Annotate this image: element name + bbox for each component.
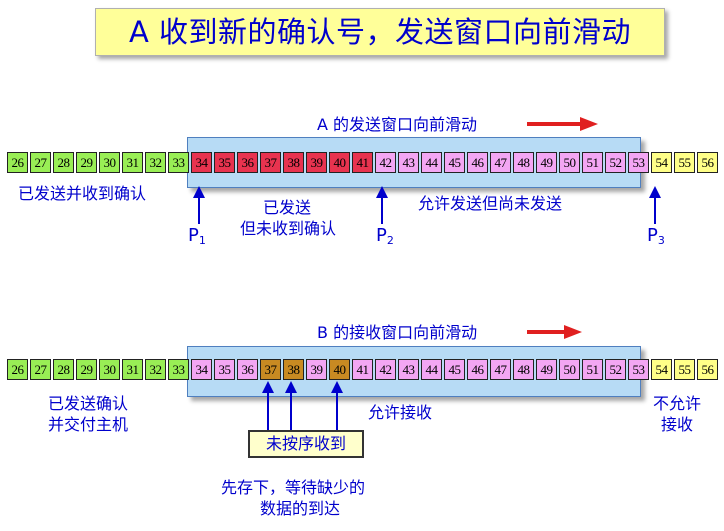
sender-cell-51: 51 (582, 152, 603, 173)
pointer-p1-sub: 1 (198, 234, 206, 247)
arrowhead-seg37 (262, 381, 274, 393)
receiver-cell-33: 33 (168, 359, 189, 380)
sender-cell-41: 41 (352, 152, 373, 173)
receiver-cell-56: 56 (697, 359, 718, 380)
sender-cell-32: 32 (145, 152, 166, 173)
receiver-cell-54: 54 (651, 359, 672, 380)
sender-cell-39: 39 (306, 152, 327, 173)
sender-cell-31: 31 (122, 152, 143, 173)
sender-label-acked: 已发送并收到确认 (18, 184, 147, 203)
sender-cell-27: 27 (30, 152, 51, 173)
receiver-cell-31: 31 (122, 359, 143, 380)
sender-cell-43: 43 (398, 152, 419, 173)
title-box: A 收到新的确认号，发送窗口向前滑动 (95, 8, 665, 56)
sender-window-label: A 的发送窗口向前滑动 (317, 115, 478, 134)
pointer-p1: P1 (188, 226, 206, 251)
receiver-cell-43: 43 (398, 359, 419, 380)
sender-cell-50: 50 (559, 152, 580, 173)
receiver-cell-28: 28 (53, 359, 74, 380)
receiver-label-delivered-line2: 并交付主机 (48, 415, 129, 434)
receiver-label-allowed: 允许接收 (368, 403, 433, 422)
receiver-cell-36: 36 (237, 359, 258, 380)
receiver-cell-30: 30 (99, 359, 120, 380)
receiver-cell-55: 55 (674, 359, 695, 380)
arrowhead-seg38 (285, 381, 297, 393)
sender-cell-35: 35 (214, 152, 235, 173)
sender-cell-47: 47 (490, 152, 511, 173)
pointer-p2-sub: 2 (386, 234, 394, 247)
sender-cell-40: 40 (329, 152, 350, 173)
sender-cell-55: 55 (674, 152, 695, 173)
receiver-cell-29: 29 (76, 359, 97, 380)
sender-cell-37: 37 (260, 152, 281, 173)
receiver-cell-46: 46 (467, 359, 488, 380)
sender-slide-arrowhead (580, 117, 598, 131)
sender-label-sent-line1: 已发送 (262, 198, 311, 217)
receiver-cell-39: 39 (306, 359, 327, 380)
receiver-cell-41: 41 (352, 359, 373, 380)
receiver-cell-49: 49 (536, 359, 557, 380)
pointer-p3: P3 (647, 226, 665, 251)
receiver-cell-53: 53 (628, 359, 649, 380)
receiver-cell-40: 40 (329, 359, 350, 380)
receiver-cell-27: 27 (30, 359, 51, 380)
sender-cell-29: 29 (76, 152, 97, 173)
pointer-p3-sub: 3 (657, 234, 665, 247)
receiver-cell-52: 52 (605, 359, 626, 380)
sender-cell-45: 45 (444, 152, 465, 173)
receiver-cell-45: 45 (444, 359, 465, 380)
sender-cell-44: 44 (421, 152, 442, 173)
sender-cell-56: 56 (697, 152, 718, 173)
sender-cell-49: 49 (536, 152, 557, 173)
sender-cell-46: 46 (467, 152, 488, 173)
pointer-p1-letter: P (188, 225, 199, 246)
receiver-cell-34: 34 (191, 359, 212, 380)
receiver-label-not-allowed-line1: 不允许 (653, 394, 702, 413)
receiver-cell-50: 50 (559, 359, 580, 380)
sender-cell-48: 48 (513, 152, 534, 173)
receiver-label-delivered-line1: 已发送确认 (48, 394, 129, 413)
receiver-cell-42: 42 (375, 359, 396, 380)
receiver-cell-35: 35 (214, 359, 235, 380)
sender-cell-33: 33 (168, 152, 189, 173)
sender-cell-54: 54 (651, 152, 672, 173)
arrowhead-p2 (376, 186, 388, 198)
receiver-window-label: B 的接收窗口向前滑动 (317, 323, 478, 342)
sender-cell-52: 52 (605, 152, 626, 173)
receiver-cell-26: 26 (7, 359, 28, 380)
sender-cell-26: 26 (7, 152, 28, 173)
receiver-cell-44: 44 (421, 359, 442, 380)
arrowhead-p1 (193, 186, 205, 198)
sender-cell-53: 53 (628, 152, 649, 173)
pointer-p2: P2 (376, 226, 394, 251)
sender-cell-38: 38 (283, 152, 304, 173)
receiver-note-line2: 数据的到达 (260, 499, 341, 518)
receiver-slide-arrowhead (564, 325, 582, 339)
sender-label-allowed: 允许发送但尚未发送 (418, 194, 563, 213)
sender-cell-28: 28 (53, 152, 74, 173)
arrowhead-seg40 (331, 381, 343, 393)
sender-cell-36: 36 (237, 152, 258, 173)
page-title: A 收到新的确认号，发送窗口向前滑动 (128, 15, 632, 49)
receiver-cell-48: 48 (513, 359, 534, 380)
receiver-cell-38: 38 (283, 359, 304, 380)
receiver-cell-37: 37 (260, 359, 281, 380)
out-of-order-box: 未按序收到 (248, 430, 364, 458)
pointer-p3-letter: P (647, 225, 658, 246)
receiver-note-line1: 先存下，等待缺少的 (221, 478, 366, 497)
receiver-cell-47: 47 (490, 359, 511, 380)
arrowhead-p3 (649, 186, 661, 198)
receiver-label-not-allowed-line2: 接收 (661, 415, 694, 434)
sender-cell-34: 34 (191, 152, 212, 173)
sender-cell-42: 42 (375, 152, 396, 173)
pointer-p2-letter: P (376, 225, 387, 246)
sender-cell-30: 30 (99, 152, 120, 173)
receiver-cell-51: 51 (582, 359, 603, 380)
receiver-cell-32: 32 (145, 359, 166, 380)
sender-label-sent-line2: 但未收到确认 (239, 219, 336, 238)
